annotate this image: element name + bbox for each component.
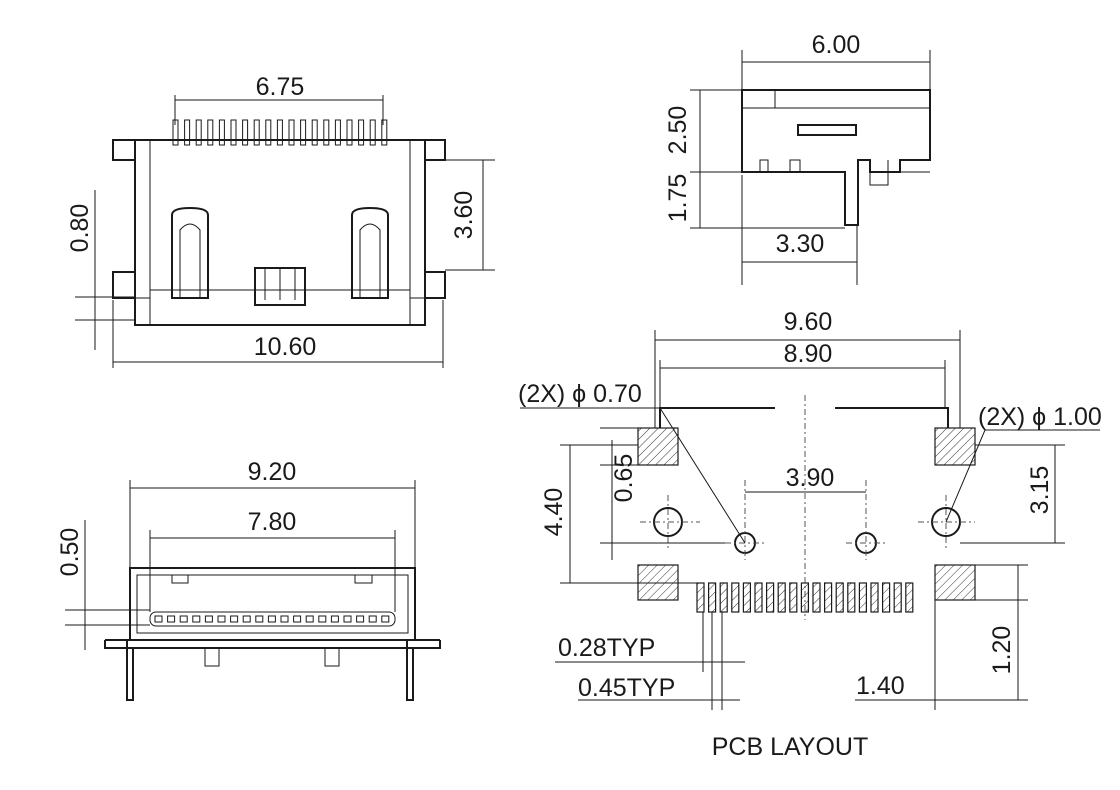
top-pin bbox=[253, 119, 260, 146]
pcb-finger-pad bbox=[835, 582, 844, 613]
dim-0-50: 0.50 bbox=[56, 528, 84, 577]
dim-0-45typ: 0.45TYP bbox=[578, 674, 675, 702]
front-pin bbox=[368, 615, 377, 623]
top-pin bbox=[218, 119, 225, 146]
top-pin bbox=[300, 119, 307, 146]
pcb-finger-pad bbox=[789, 582, 798, 613]
top-pin bbox=[230, 119, 237, 146]
dim-3-90: 3.90 bbox=[786, 464, 835, 492]
pcb-finger-pad bbox=[858, 582, 868, 613]
front-pin bbox=[192, 615, 201, 623]
front-pin bbox=[280, 615, 289, 623]
front-pin bbox=[267, 615, 276, 623]
top-pin bbox=[323, 119, 330, 146]
front-pin bbox=[318, 615, 327, 623]
front-pin bbox=[230, 615, 239, 623]
front-pin bbox=[381, 615, 390, 623]
top-pin bbox=[195, 119, 202, 146]
dim-7-80: 7.80 bbox=[248, 508, 297, 536]
front-pin bbox=[167, 615, 176, 623]
dim-3-30: 3.30 bbox=[776, 230, 825, 258]
front-pin bbox=[204, 615, 213, 623]
front-pin bbox=[255, 615, 264, 623]
top-view: 6.75 3.60 0.80 10.60 bbox=[66, 73, 495, 368]
dim-9-60: 9.60 bbox=[784, 308, 833, 336]
top-pin bbox=[311, 119, 318, 146]
dim-0-65: 0.65 bbox=[610, 454, 638, 503]
front-pin bbox=[330, 615, 339, 623]
dim-8-90: 8.90 bbox=[784, 340, 833, 368]
front-pin bbox=[305, 615, 314, 623]
pcb-finger-pad bbox=[707, 582, 717, 613]
pcb-finger-pad bbox=[765, 582, 775, 613]
pcb-finger-pad bbox=[823, 582, 833, 613]
top-pin bbox=[381, 119, 388, 146]
top-pin bbox=[346, 119, 353, 146]
dim-1-75: 1.75 bbox=[664, 174, 692, 223]
pcb-finger-pad bbox=[905, 582, 914, 613]
large-hole-label: (2X) ϕ 1.00 bbox=[978, 403, 1102, 431]
front-pin bbox=[242, 615, 251, 623]
dim-3-60: 3.60 bbox=[450, 191, 478, 240]
top-pin bbox=[265, 119, 272, 146]
pcb-finger-pad bbox=[696, 582, 705, 613]
front-pin bbox=[293, 615, 302, 623]
pcb-finger-pad bbox=[870, 582, 879, 613]
top-pin bbox=[358, 119, 365, 146]
pcb-finger-pad bbox=[754, 582, 763, 613]
top-pin bbox=[334, 119, 341, 146]
pcb-finger-pad bbox=[742, 582, 752, 613]
dim-1-20: 1.20 bbox=[988, 626, 1016, 675]
dim-0-28typ: 0.28TYP bbox=[558, 634, 655, 662]
front-view: 9.20 7.80 0.50 bbox=[56, 458, 441, 701]
dim-6-00: 6.00 bbox=[812, 31, 861, 59]
pcb-layout: 9.60 8.90 (2X) ϕ 0.70 (2X) ϕ 1.00 0.65 4… bbox=[518, 308, 1102, 761]
dim-10-60: 10.60 bbox=[254, 333, 317, 361]
pcb-finger-pad bbox=[719, 582, 728, 613]
front-pin bbox=[179, 615, 188, 623]
pcb-finger-pad bbox=[881, 582, 891, 613]
top-pin bbox=[184, 119, 191, 146]
dim-3-15: 3.15 bbox=[1026, 466, 1054, 515]
top-pin bbox=[288, 119, 295, 146]
front-pin bbox=[356, 615, 365, 623]
side-view: 6.00 2.50 1.75 3.30 bbox=[664, 31, 931, 285]
pcb-finger-pad bbox=[847, 582, 856, 613]
pcb-finger-pad bbox=[800, 582, 810, 613]
pcb-finger-pad bbox=[731, 582, 740, 613]
top-pin bbox=[369, 119, 376, 146]
dim-0-80: 0.80 bbox=[66, 204, 94, 253]
front-pin bbox=[217, 615, 226, 623]
front-pin bbox=[343, 615, 352, 623]
pcb-layout-title: PCB LAYOUT bbox=[712, 733, 869, 761]
dim-9-20: 9.20 bbox=[248, 458, 297, 486]
pcb-finger-pad bbox=[893, 582, 902, 613]
dim-1-40: 1.40 bbox=[856, 672, 905, 700]
front-pin bbox=[154, 615, 163, 623]
dim-4-40: 4.40 bbox=[540, 488, 568, 537]
pcb-finger-pad bbox=[812, 582, 821, 613]
pcb-finger-pad bbox=[777, 582, 786, 613]
dim-6-75: 6.75 bbox=[256, 73, 305, 101]
small-hole-label: (2X) ϕ 0.70 bbox=[518, 380, 642, 408]
top-pin bbox=[276, 119, 283, 146]
top-pin bbox=[207, 119, 214, 146]
dim-2-50: 2.50 bbox=[664, 106, 692, 155]
top-pin bbox=[242, 119, 249, 146]
